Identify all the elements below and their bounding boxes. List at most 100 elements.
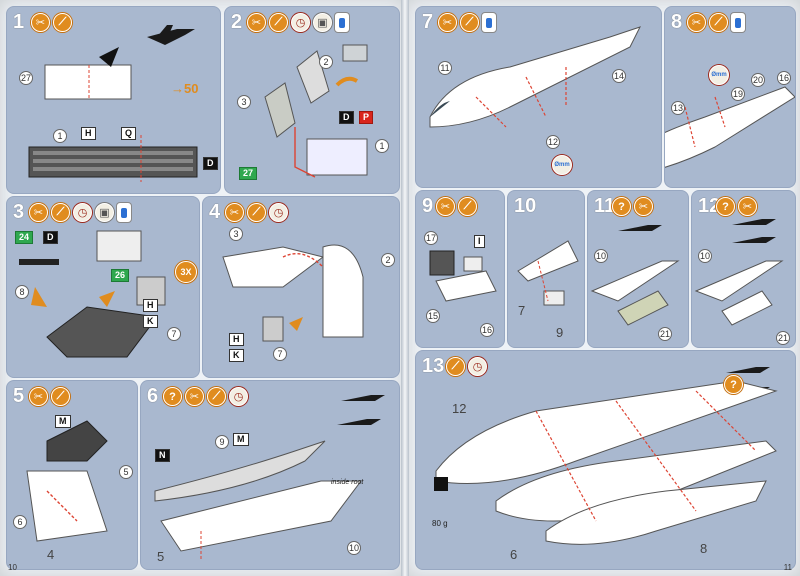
part-number-8: 8 <box>700 541 708 556</box>
file-icon: ⟋ <box>269 13 288 32</box>
cut-icon: ✂ <box>29 387 48 406</box>
step-number: 5 <box>13 385 25 407</box>
part-number-7: 7 <box>167 327 181 341</box>
clock-icon: ◷ <box>73 203 92 222</box>
paint-tag-q: Q <box>121 127 137 140</box>
part-number-3: 3 <box>229 227 243 241</box>
step-11-drawing <box>590 225 680 326</box>
step-icons: ⟋ ◷ <box>446 357 487 376</box>
part-number-12: 12 <box>452 401 467 416</box>
step-11-panel: 11 ? ✂ 10 21 <box>587 190 689 348</box>
step-5-drawing <box>26 420 108 542</box>
part-number-16: 16 <box>480 323 494 337</box>
step-icons: ✂ ⟋ <box>29 387 70 406</box>
paint-tag-d: D <box>43 231 58 244</box>
file-icon: ⟋ <box>51 203 70 222</box>
step-number: 7 <box>422 11 434 33</box>
file-icon: ⟋ <box>247 203 266 222</box>
cut-icon: ✂ <box>738 197 757 216</box>
step-12-panel: 12 ? ✂ 10 21 <box>691 190 796 348</box>
step-icons: ✂ ⟋ <box>31 13 72 32</box>
cut-icon: ✂ <box>438 13 457 32</box>
right-page-number: 11 <box>783 563 792 572</box>
file-icon: ⟋ <box>207 387 226 406</box>
cut-icon: ✂ <box>31 13 50 32</box>
step-number: 2 <box>231 11 243 33</box>
part-number-21: 21 <box>776 331 790 345</box>
part-number-20: 20 <box>751 73 765 87</box>
cut-icon: ✂ <box>247 13 266 32</box>
step-2-panel: 2 ✂ ⟋ ◷ ▣ 2 3 1 D P 27 <box>224 6 400 194</box>
part-number-2: 2 <box>381 253 395 267</box>
part-number-1: 1 <box>53 129 67 143</box>
part-number-17: 17 <box>424 231 438 245</box>
glue-icon <box>731 13 745 32</box>
step-icons: ✂ ⟋ <box>438 13 496 32</box>
file-icon: ⟋ <box>446 357 465 376</box>
step-7-panel: 7 ✂ ⟋ 11 12 14 Ømm <box>415 6 662 188</box>
part-number-15: 15 <box>426 309 440 323</box>
file-icon: ⟋ <box>460 13 479 32</box>
step-13-drawing <box>434 367 778 545</box>
step-10-panel: 10 7 9 <box>507 190 585 348</box>
step-icons: ? ✂ <box>716 197 757 216</box>
step-10-drawing <box>517 240 579 306</box>
part-number-10: 10 <box>594 249 608 263</box>
part-number-7: 7 <box>518 303 526 318</box>
part-number-10: 10 <box>347 541 361 555</box>
step-number: 8 <box>671 11 683 33</box>
step-7-drawing <box>429 26 641 128</box>
step-1-drawing <box>28 25 198 182</box>
step-icons: ✂ ⟋ <box>687 13 745 32</box>
help-icon: ? <box>724 375 743 394</box>
part-number-27: 27 <box>19 71 33 85</box>
part-number-8: 8 <box>15 285 29 299</box>
paint-tag-d: D <box>203 157 218 170</box>
part-number-6: 6 <box>13 515 27 529</box>
step-9-panel: 9 ✂ ⟋ 17 15 16 I <box>415 190 505 348</box>
step-icons: ? ✂ ⟋ ◷ <box>163 387 248 406</box>
paint-tag-p: P <box>359 111 374 124</box>
part-number-11: 11 <box>438 61 452 75</box>
glue-icon <box>482 13 496 32</box>
help-icon: ? <box>716 197 735 216</box>
arrow-count-value: 50 <box>184 81 199 96</box>
part-number-13: 13 <box>671 101 685 115</box>
part-number-5: 5 <box>119 465 133 479</box>
paint-tag-h: H <box>143 299 158 312</box>
clock-icon: ◷ <box>229 387 248 406</box>
paint-tag-k: K <box>143 315 158 328</box>
drill-size-badge: Ømm <box>709 65 729 85</box>
step-9-drawing <box>429 250 497 302</box>
file-icon: ⟋ <box>709 13 728 32</box>
glue-icon <box>117 203 131 222</box>
step-5-panel: 5 ✂ ⟋ M 4 5 6 <box>6 380 138 570</box>
part-number-9: 9 <box>556 325 564 340</box>
part-number-2: 2 <box>319 55 333 69</box>
step-3-panel: 3 ✂ ⟋ ◷ ▣ 24 26 D K H 8 7 3X <box>6 196 200 378</box>
part-number-21: 21 <box>658 327 672 341</box>
step-3-drawing <box>19 230 166 358</box>
book-spine <box>401 0 409 576</box>
part-number-12: 12 <box>546 135 560 149</box>
cut-icon: ✂ <box>225 203 244 222</box>
step-8-panel: 8 ✂ ⟋ 16 13 19 20 Ømm <box>664 6 796 188</box>
step-icons: ✂ ⟋ <box>436 197 477 216</box>
step-number: 4 <box>209 201 221 223</box>
cut-icon: ✂ <box>634 197 653 216</box>
glue-icon <box>335 13 349 32</box>
part-number-4: 4 <box>47 547 55 562</box>
step-icons: ✂ ⟋ ◷ ▣ <box>29 203 131 222</box>
help-icon: ? <box>612 197 631 216</box>
part-number-19: 19 <box>731 87 745 101</box>
step-number: 10 <box>514 195 537 217</box>
left-page-number: 10 <box>8 563 17 572</box>
file-icon: ⟋ <box>51 387 70 406</box>
cut-icon: ✂ <box>29 203 48 222</box>
step-1-panel: 1 ✂ ⟋ 27 1 H Q D →50 <box>6 6 221 194</box>
paint-tag-d: D <box>339 111 354 124</box>
part-number-9: 9 <box>215 435 229 449</box>
help-icon: ? <box>163 387 182 406</box>
part-number-7: 7 <box>273 347 287 361</box>
file-icon: ⟋ <box>458 197 477 216</box>
